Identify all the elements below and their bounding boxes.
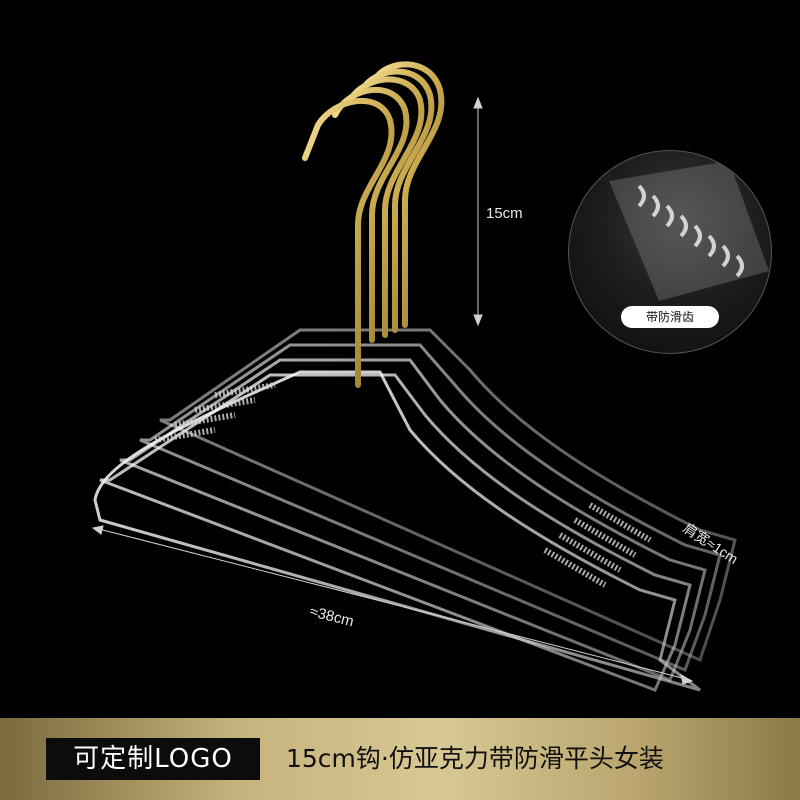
product-title: 15cm钩·仿亚克力带防滑平头女装 xyxy=(286,744,664,773)
hanger-body-5 xyxy=(159,328,737,663)
hanger-body-1 xyxy=(93,370,701,692)
hanger-body-3 xyxy=(119,358,707,682)
anti-slip-detail-inset: 带防滑齿 xyxy=(568,150,772,354)
gold-hook-5 xyxy=(372,61,445,328)
gold-hook-3 xyxy=(347,76,425,338)
gold-hook-1 xyxy=(302,97,395,388)
gold-hooks xyxy=(302,61,445,388)
footer-banner: 可定制LOGO 15cm钩·仿亚克力带防滑平头女装 xyxy=(0,718,800,800)
anti-slip-badge: 带防滑齿 xyxy=(621,306,719,328)
gold-hook-4 xyxy=(359,68,435,333)
gold-hook-2 xyxy=(332,86,410,343)
acrylic-hanger-bodies xyxy=(93,328,737,692)
height-dimension-arrow xyxy=(473,96,483,327)
width-dimension-arrow xyxy=(91,525,694,685)
hanger-stack-photo xyxy=(91,61,737,692)
custom-logo-badge: 可定制LOGO xyxy=(46,738,260,780)
hanger-body-2 xyxy=(99,373,692,692)
anti-slip-teeth-closeup xyxy=(609,161,769,301)
anti-slip-strips xyxy=(154,382,652,588)
hanger-body-4 xyxy=(139,343,722,672)
height-dimension-label: 15cm xyxy=(486,205,523,222)
